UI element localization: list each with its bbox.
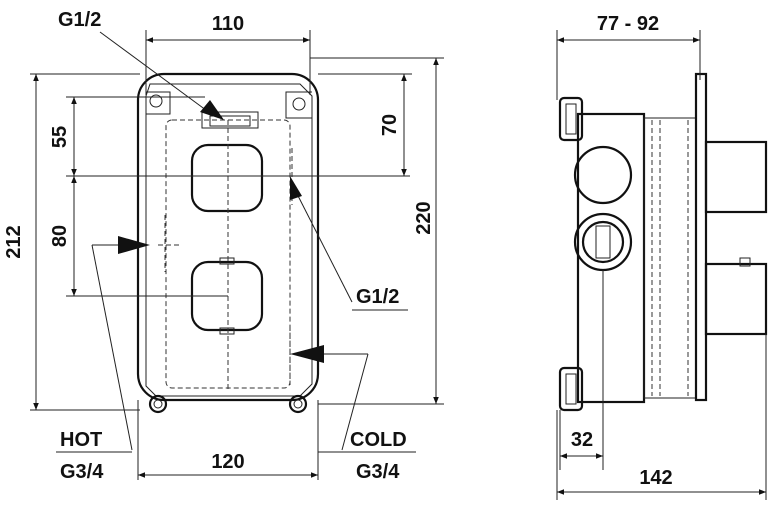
dim-offset-right: 70 [379, 114, 401, 136]
hot-connector [148, 394, 168, 414]
label-hot: HOT [60, 429, 102, 451]
cold-connector [288, 394, 308, 414]
upper-control [190, 143, 264, 213]
dim-outlet-offset: 32 [571, 429, 593, 451]
front-body-outline [136, 72, 320, 402]
dim-depth-total: 142 [639, 467, 672, 489]
dim-width-bottom: 120 [211, 451, 244, 473]
upper-outlet [573, 145, 633, 205]
label-port-top: G1/2 [58, 9, 101, 31]
label-cold-thread: G3/4 [356, 461, 400, 483]
side-view: 77 - 92 32 142 [556, 13, 768, 500]
upper-spindle [704, 140, 768, 214]
wall-plate [694, 72, 708, 402]
dim-spacing-lower: 80 [49, 225, 71, 247]
dim-depth-range: 77 - 92 [597, 13, 659, 35]
label-port-side: G1/2 [356, 286, 399, 308]
front-view: 110 120 212 55 80 70 220 G1/2 [3, 9, 444, 483]
dim-spacing-upper: 55 [49, 126, 71, 148]
mounting-hole-top-right [292, 97, 306, 111]
dim-height-total: 220 [413, 201, 435, 234]
top-bracket [558, 96, 584, 142]
label-hot-thread: G3/4 [60, 461, 104, 483]
bottom-bracket [558, 366, 584, 412]
dim-height-overall: 212 [3, 225, 25, 258]
lower-spindle [704, 262, 768, 336]
top-port [201, 111, 259, 129]
label-cold: COLD [350, 429, 407, 451]
mounting-hole-top-left [149, 94, 163, 108]
dim-width-top: 110 [212, 13, 244, 35]
side-housing [576, 112, 646, 404]
mounting-plate [145, 83, 313, 397]
